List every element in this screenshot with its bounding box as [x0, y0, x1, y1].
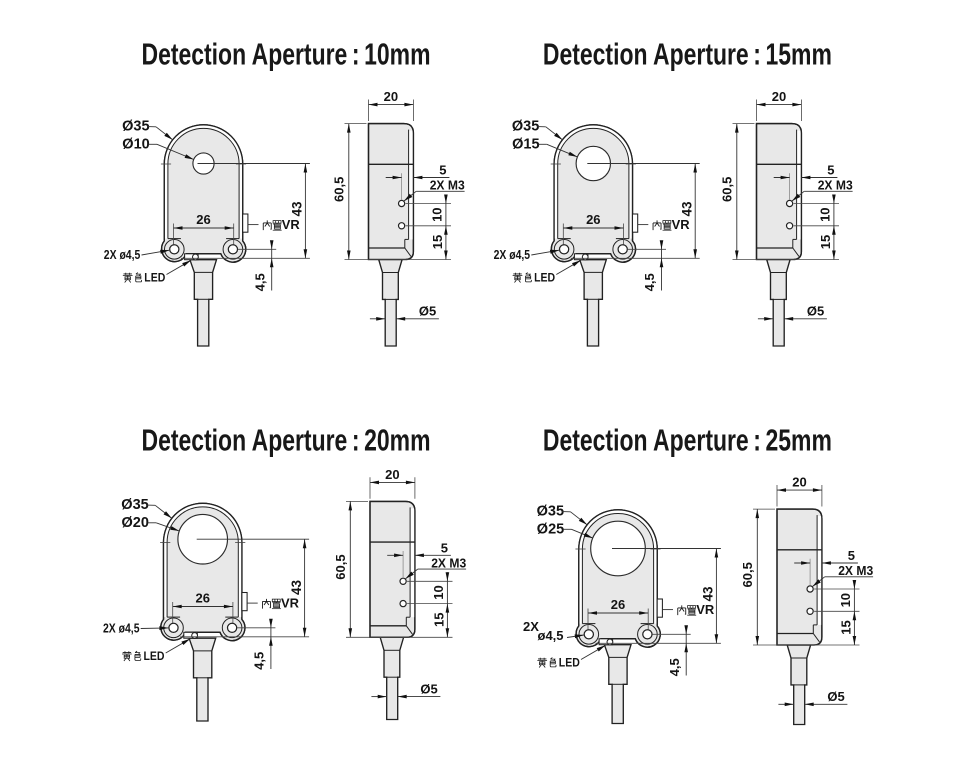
- svg-text:Detection Aperture : 20mm: Detection Aperture : 20mm: [142, 423, 431, 457]
- svg-text:Ø10: Ø10: [122, 136, 149, 152]
- svg-text:VR: VR: [282, 218, 300, 232]
- svg-text:60,5: 60,5: [332, 177, 347, 202]
- svg-text:15: 15: [818, 235, 833, 249]
- svg-text:Detection Aperture : 15mm: Detection Aperture : 15mm: [543, 37, 832, 71]
- svg-text:15: 15: [432, 613, 447, 627]
- svg-text:2X M3: 2X M3: [818, 179, 853, 193]
- svg-text:Ø5: Ø5: [419, 304, 436, 319]
- svg-text:2X ø4,5: 2X ø4,5: [494, 248, 531, 262]
- svg-text:2X M3: 2X M3: [838, 564, 873, 578]
- svg-text:15: 15: [430, 235, 445, 249]
- svg-text:26: 26: [611, 597, 625, 612]
- svg-text:VR: VR: [281, 597, 299, 611]
- svg-text:Ø35: Ø35: [122, 119, 149, 135]
- svg-text:2X M3: 2X M3: [431, 557, 466, 571]
- svg-text:ø4,5: ø4,5: [537, 628, 563, 643]
- svg-text:Ø35: Ø35: [121, 497, 148, 513]
- svg-text:15: 15: [839, 620, 854, 634]
- svg-text:43: 43: [290, 201, 305, 217]
- svg-text:VR: VR: [696, 603, 714, 617]
- svg-text:60,5: 60,5: [720, 177, 735, 202]
- svg-text:Ø15: Ø15: [512, 136, 539, 152]
- svg-text:LED: LED: [559, 656, 580, 670]
- svg-text:26: 26: [586, 212, 600, 227]
- svg-text:Detection Aperture : 25mm: Detection Aperture : 25mm: [543, 423, 832, 457]
- svg-text:2X ø4,5: 2X ø4,5: [104, 248, 141, 262]
- svg-text:60,5: 60,5: [333, 554, 348, 579]
- svg-text:20: 20: [385, 467, 399, 482]
- svg-text:10: 10: [430, 207, 445, 221]
- svg-text:4,5: 4,5: [642, 273, 657, 291]
- svg-text:43: 43: [680, 201, 695, 217]
- svg-text:20: 20: [384, 89, 398, 104]
- svg-text:VR: VR: [672, 218, 690, 232]
- svg-text:Ø5: Ø5: [827, 689, 844, 704]
- svg-text:43: 43: [701, 586, 716, 602]
- svg-text:LED: LED: [144, 649, 165, 663]
- svg-text:Ø5: Ø5: [420, 681, 437, 696]
- svg-text:26: 26: [195, 590, 209, 605]
- svg-text:5: 5: [441, 540, 448, 555]
- svg-text:Detection Aperture : 10mm: Detection Aperture : 10mm: [142, 37, 431, 71]
- svg-text:20: 20: [792, 475, 806, 490]
- svg-text:2X M3: 2X M3: [430, 179, 465, 193]
- svg-text:2X ø4,5: 2X ø4,5: [103, 622, 140, 636]
- svg-text:5: 5: [827, 163, 834, 178]
- svg-text:10: 10: [818, 207, 833, 221]
- svg-text:60,5: 60,5: [740, 562, 755, 587]
- svg-text:4,5: 4,5: [252, 273, 267, 291]
- svg-text:Ø20: Ø20: [121, 515, 148, 531]
- svg-text:Ø35: Ø35: [512, 119, 539, 135]
- svg-text:20: 20: [772, 89, 786, 104]
- svg-text:LED: LED: [534, 271, 555, 285]
- svg-text:10: 10: [838, 593, 853, 607]
- svg-text:4,5: 4,5: [667, 658, 682, 676]
- svg-text:43: 43: [289, 580, 304, 596]
- svg-text:5: 5: [848, 548, 855, 563]
- svg-text:10: 10: [431, 585, 446, 599]
- svg-text:Ø5: Ø5: [807, 304, 824, 319]
- svg-text:5: 5: [439, 163, 446, 178]
- svg-text:LED: LED: [144, 271, 165, 285]
- svg-text:4,5: 4,5: [252, 652, 267, 670]
- svg-text:Ø35: Ø35: [537, 504, 564, 520]
- svg-text:Ø25: Ø25: [537, 521, 564, 537]
- svg-text:26: 26: [196, 212, 210, 227]
